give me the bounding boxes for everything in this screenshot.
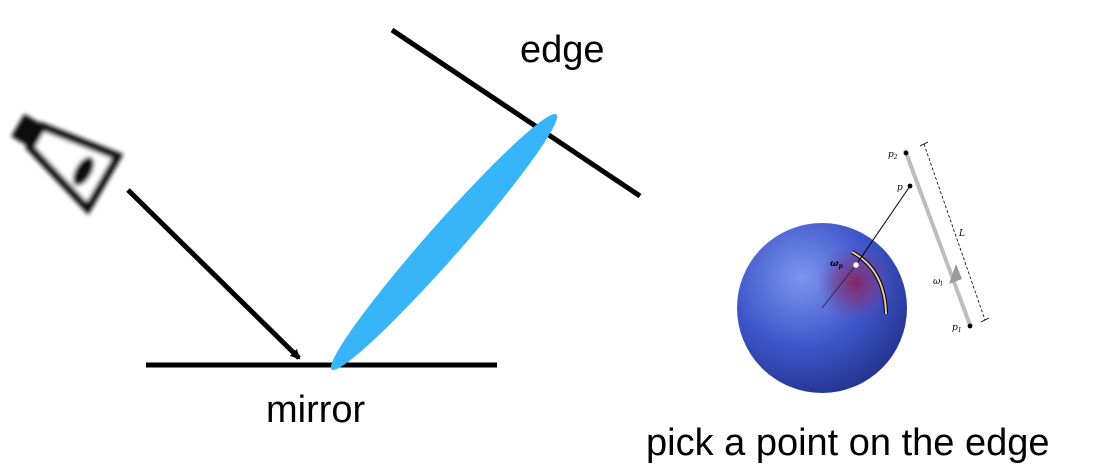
length-indicator [923,143,986,321]
camera-icon [11,113,124,215]
omega-p-label: ωp [830,259,844,270]
p1-label: p1 [952,323,962,334]
center-ray [821,264,857,309]
right-diagram: p2 p L ωl ωp p1 pick a point on the edge [646,141,1050,464]
edge-line [390,27,642,199]
edge-label: edge [520,29,605,71]
omega-l-arrow [949,264,962,284]
caption: pick a point on the edge [646,422,1050,464]
edge-segment [903,149,972,326]
length-label: L [958,229,965,239]
incident-ray [126,188,301,360]
p2-label: p2 [888,150,898,161]
highlight-spot [818,243,894,323]
p-label: p [897,183,903,193]
direction-line [855,185,911,266]
left-diagram: edge mirror [11,27,642,431]
omega-l-label: ωl [933,277,942,288]
p2-point [903,150,909,156]
p-point [907,183,913,189]
p1-point [967,323,973,329]
reflection-lobe [330,113,558,371]
mirror-label: mirror [266,389,366,431]
omega-p-point [852,261,860,269]
